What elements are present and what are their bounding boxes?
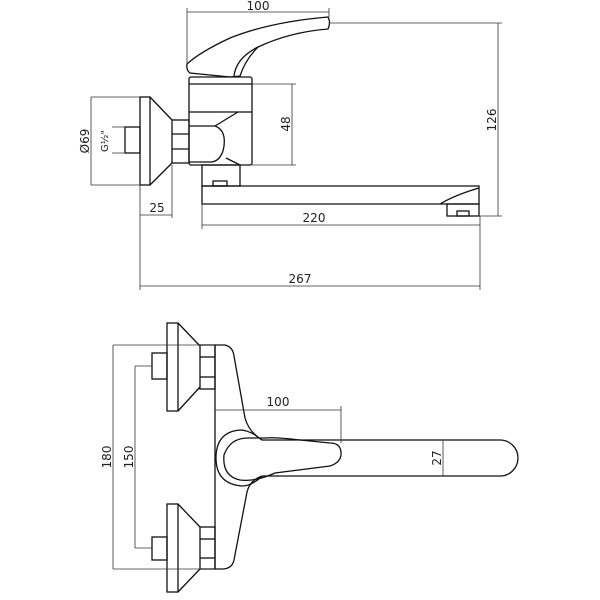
hex-nut-top xyxy=(199,344,216,390)
dim-label: 25 xyxy=(149,201,164,215)
hex-nut-bottom xyxy=(199,526,216,570)
dim-label: 100 xyxy=(247,0,270,13)
dimension-25: 25 xyxy=(139,165,173,290)
lever xyxy=(186,16,331,78)
dim-label: 126 xyxy=(485,109,499,132)
escutcheon-plate xyxy=(139,96,151,186)
dim-label: 27 xyxy=(430,450,444,465)
inlet-thread-bottom xyxy=(151,536,168,561)
hex-nut xyxy=(171,119,190,164)
dimension-126: 126 xyxy=(329,22,502,217)
handle-outer xyxy=(215,429,263,487)
dim-label: 48 xyxy=(279,116,293,131)
inlet-thread-top xyxy=(151,352,168,380)
inlet-thread xyxy=(124,126,141,154)
dim-label: 220 xyxy=(303,211,326,225)
body-and-spout-outline xyxy=(214,344,519,570)
dimension-27: 27 xyxy=(430,440,444,476)
dimension-150: 150 xyxy=(122,365,152,549)
mixer-body xyxy=(188,76,253,166)
dim-label-thread: G½" xyxy=(99,130,111,152)
dimension-267: 267 xyxy=(140,272,480,287)
dimension-100-side: 100 xyxy=(186,0,330,64)
escutcheon-top xyxy=(166,322,179,412)
lever-inner xyxy=(233,46,259,77)
dimension-100-top: 100 xyxy=(215,395,342,443)
side-view: 100 48 126 Ø69 G½" 25 220 267 xyxy=(78,0,502,290)
handle xyxy=(223,437,342,481)
dim-label: 100 xyxy=(267,395,290,409)
dim-label: 150 xyxy=(122,446,136,469)
escutcheon-bottom xyxy=(166,503,179,593)
top-view: 100 27 180 150 xyxy=(100,322,519,593)
dimension-220: 220 xyxy=(201,204,481,290)
dim-label: 267 xyxy=(289,272,312,286)
dim-label: 180 xyxy=(100,446,114,469)
aerator xyxy=(446,203,480,217)
dimension-180: 180 xyxy=(100,344,215,570)
dimension-diameter: Ø69 G½" xyxy=(78,96,140,186)
spout xyxy=(201,185,480,205)
dim-label: Ø69 xyxy=(78,129,92,154)
dimension-48: 48 xyxy=(252,83,296,166)
